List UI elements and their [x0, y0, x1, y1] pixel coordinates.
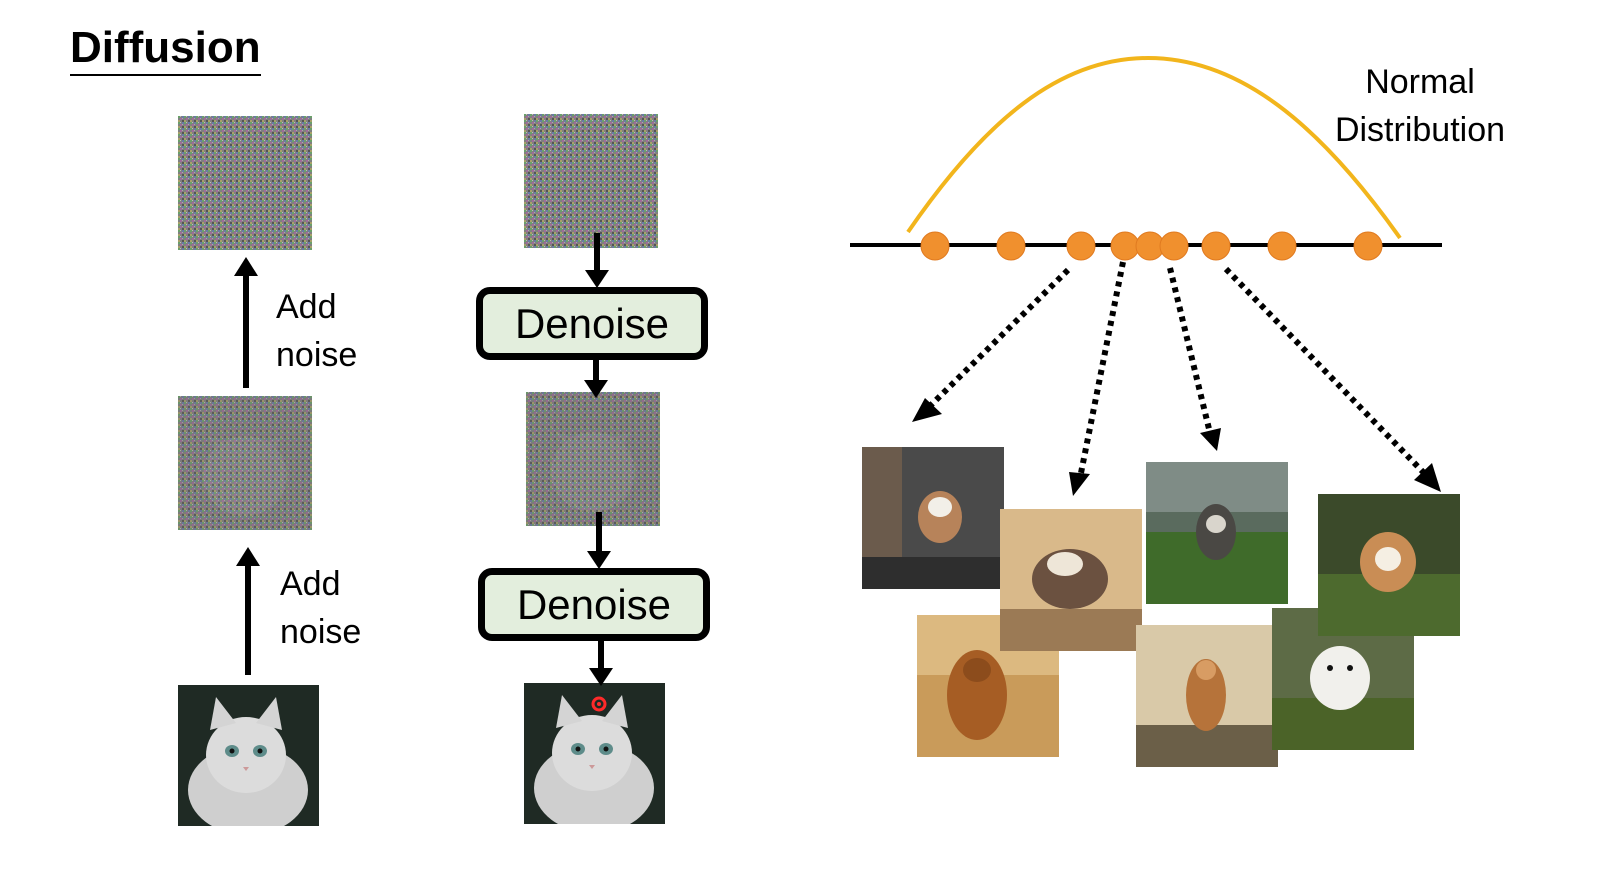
noise-image-top-middle — [524, 114, 658, 248]
page-title: Diffusion — [70, 22, 261, 76]
sample-arrow-4 — [1223, 266, 1428, 477]
dog-sample-8 — [1318, 494, 1460, 636]
sample-arrowhead-2 — [1069, 472, 1090, 496]
sample-arrow-3 — [1167, 267, 1213, 434]
sample-arrow-1 — [927, 267, 1071, 409]
dog-sample-1 — [862, 447, 1004, 589]
sample-point — [1066, 231, 1096, 261]
denoise-block-upper: Denoise — [476, 287, 708, 360]
dog-sample-2 — [1146, 462, 1288, 604]
sample-arrowhead-3 — [1200, 428, 1221, 451]
sample-point — [920, 231, 950, 261]
cat-photo-middle — [524, 683, 665, 824]
sample-point — [1159, 231, 1189, 261]
dog-sample-6 — [1136, 625, 1278, 767]
add-noise-label-lower: Add noise — [280, 565, 362, 651]
sample-point — [1135, 231, 1165, 261]
add-noise-arrow-lower — [236, 547, 260, 675]
sample-point — [1353, 231, 1383, 261]
denoise-arrow-4 — [589, 641, 613, 686]
cat-photo-left — [178, 685, 319, 826]
sample-arrow-2 — [1077, 261, 1126, 479]
add-noise-label-upper: Add noise — [276, 288, 358, 374]
partial-noise-cat-middle — [526, 392, 660, 526]
noise-image-top-left — [178, 116, 312, 250]
distribution-points — [920, 231, 1383, 261]
sample-point — [1267, 231, 1297, 261]
sample-point — [1110, 231, 1140, 261]
add-noise-arrow-upper — [234, 257, 258, 388]
sample-arrowhead-4 — [1414, 463, 1441, 492]
sample-arrowhead-1 — [912, 398, 942, 422]
dog-sample-5 — [1000, 509, 1142, 651]
partial-noise-cat-left — [178, 396, 312, 530]
normal-distribution-label: Normal Distribution — [1334, 63, 1506, 149]
sample-point — [996, 231, 1026, 261]
sample-point — [1201, 231, 1231, 261]
denoise-block-lower: Denoise — [478, 568, 710, 641]
